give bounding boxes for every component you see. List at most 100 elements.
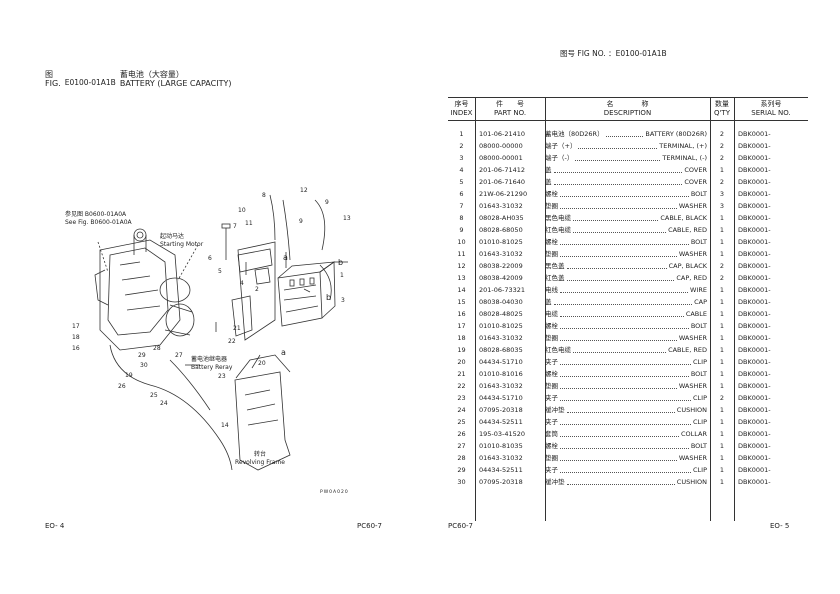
leader-dots (560, 248, 677, 257)
row-desc-en: CABLE, RED (668, 226, 707, 234)
row-index: 6 (459, 190, 464, 198)
callout-30: 30 (140, 362, 148, 369)
row-index: 22 (457, 382, 466, 390)
svg-text:a: a (281, 348, 286, 357)
col-divider (475, 98, 476, 521)
row-desc-en: CLIP (693, 466, 707, 474)
leader-dots (578, 140, 658, 149)
callout-4: 4 (240, 280, 244, 287)
leader-dots (560, 200, 677, 209)
row-description: 盖 COVER (545, 176, 707, 188)
row-part-no: 01643-31032 (479, 382, 523, 390)
left-model-name: PC60-7 (357, 522, 382, 530)
starting-motor-cn: 起动马达 (160, 233, 185, 240)
row-desc-cn: 夹子 (545, 394, 558, 402)
leader-dots (566, 260, 667, 269)
row-qty: 2 (719, 262, 725, 270)
row-index: 10 (457, 238, 466, 246)
revolving-frame-cn: 转台 (253, 451, 266, 458)
starting-motor-callout: 起动马达 Starting Motor (160, 233, 203, 249)
header-description: 名 称 DESCRIPTION (545, 100, 710, 118)
callout-7: 7 (233, 223, 237, 230)
row-index: 3 (459, 154, 464, 162)
leader-dots (560, 284, 689, 293)
row-qty: 1 (719, 238, 725, 246)
col-divider (710, 98, 711, 521)
row-part-no: 08038-04030 (479, 298, 523, 306)
battery-relay-en: Battery Reray (191, 364, 233, 371)
row-serial: DBK0001- (738, 382, 771, 390)
row-desc-cn: 电缆 (545, 310, 558, 318)
callout-27: 27 (175, 352, 183, 359)
row-part-no: 07095-20318 (479, 406, 523, 414)
row-qty: 2 (719, 178, 725, 186)
row-desc-cn: 盖 (545, 178, 552, 186)
row-desc-cn: 红色盖 (545, 274, 565, 282)
row-desc-cn: 黑色电缆 (545, 214, 571, 222)
leader-dots (560, 380, 677, 389)
row-part-no: 01643-31032 (479, 202, 523, 210)
see-fig-cn: 参见图 B0600-01A0A (65, 211, 127, 218)
row-desc-cn: 红色电缆 (545, 346, 571, 354)
row-desc-cn: 螺栓 (545, 370, 558, 378)
callout-21: 21 (233, 325, 241, 332)
row-desc-en: CLIP (693, 418, 707, 426)
leader-dots (560, 392, 691, 401)
row-desc-cn: 盖 (545, 298, 552, 306)
row-qty: 2 (719, 394, 725, 402)
row-description: 端子（+）TERMINAL, (+) (545, 140, 707, 152)
row-desc-en: CAP, BLACK (668, 262, 707, 270)
row-desc-cn: 端子（-） (545, 154, 574, 162)
row-desc-cn: 缓冲垫 (545, 406, 565, 414)
row-desc-en: BATTERY (80D26R) (645, 130, 707, 138)
row-qty: 1 (719, 418, 725, 426)
row-desc-cn: 夹子 (545, 358, 558, 366)
row-desc-en: COVER (684, 166, 707, 174)
leader-dots (560, 188, 689, 197)
leader-dots (560, 320, 689, 329)
row-serial: DBK0001- (738, 286, 771, 294)
svg-text:b: b (338, 258, 343, 267)
row-part-no: 01643-31032 (479, 334, 523, 342)
header-index: 序号 INDEX (448, 100, 475, 118)
row-qty: 2 (719, 274, 725, 282)
callout-26: 26 (118, 383, 126, 390)
row-index: 21 (457, 370, 466, 378)
leader-dots (573, 344, 667, 353)
row-serial: DBK0001- (738, 346, 771, 354)
row-serial: DBK0001- (738, 442, 771, 450)
row-qty: 1 (719, 346, 725, 354)
header-qty-cn: 数量 (715, 100, 729, 108)
row-desc-cn: 夹子 (545, 466, 558, 474)
row-index: 20 (457, 358, 466, 366)
row-desc-en: COVER (684, 178, 707, 186)
row-serial: DBK0001- (738, 214, 771, 222)
row-description: 夹子 CLIP (545, 464, 707, 476)
row-index: 4 (459, 166, 464, 174)
callout-13: 13 (343, 215, 351, 222)
row-serial: DBK0001- (738, 226, 771, 234)
row-part-no: 08028-68050 (479, 226, 523, 234)
